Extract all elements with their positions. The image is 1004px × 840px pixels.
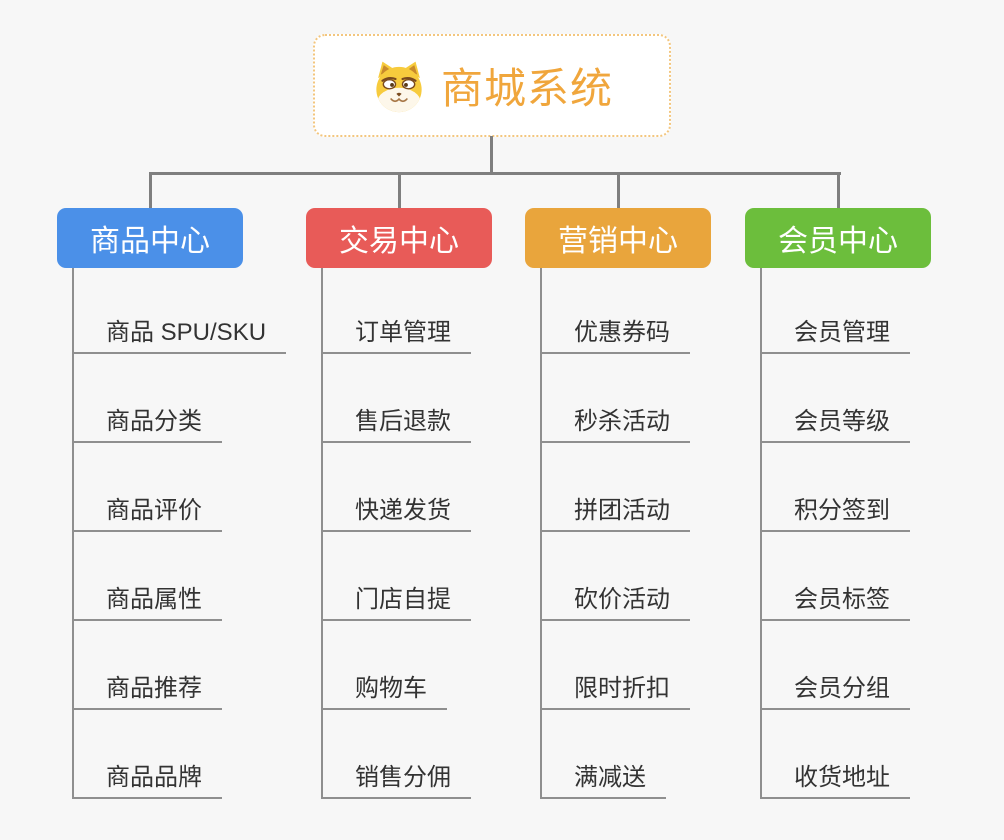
leaf-topic[interactable]: 销售分佣: [323, 757, 471, 799]
branch-topic-products[interactable]: 商品中心: [57, 208, 243, 268]
connector-drop-marketing: [617, 175, 620, 208]
branch-topic-marketing[interactable]: 营销中心: [525, 208, 711, 268]
branch-products: 商品中心 商品 SPU/SKU 商品分类 商品评价 商品属性 商品推荐 商品品牌: [57, 208, 287, 799]
leaf-topic[interactable]: 商品推荐: [74, 668, 222, 710]
leaf-topic[interactable]: 会员标签: [762, 579, 910, 621]
leaf-topic[interactable]: 商品 SPU/SKU: [74, 312, 287, 354]
leaf-topic[interactable]: 商品品牌: [74, 757, 222, 799]
leaf-topic[interactable]: 收货地址: [762, 757, 910, 799]
branch-members-children: 会员管理 会员等级 积分签到 会员标签 会员分组 收货地址: [760, 268, 910, 799]
connector-drop-products: [149, 175, 152, 208]
root-topic-title: 商城系统: [440, 65, 613, 112]
leaf-topic[interactable]: 商品评价: [74, 490, 222, 532]
leaf-topic[interactable]: 会员分组: [762, 668, 910, 710]
branch-products-children: 商品 SPU/SKU 商品分类 商品评价 商品属性 商品推荐 商品品牌: [72, 268, 287, 799]
leaf-topic[interactable]: 购物车: [323, 668, 447, 710]
leaf-topic[interactable]: 积分签到: [762, 490, 910, 532]
branch-marketing-children: 优惠券码 秒杀活动 拼团活动 砍价活动 限时折扣 满减送: [540, 268, 690, 799]
connector-root-drop: [490, 136, 493, 172]
branch-topic-members[interactable]: 会员中心: [745, 208, 931, 268]
branch-trade-children: 订单管理 售后退款 快递发货 门店自提 购物车 销售分佣: [321, 268, 471, 799]
leaf-topic[interactable]: 优惠券码: [542, 312, 690, 354]
leaf-topic[interactable]: 门店自提: [323, 579, 471, 621]
leaf-topic[interactable]: 砍价活动: [542, 579, 690, 621]
leaf-topic[interactable]: 商品属性: [74, 579, 222, 621]
connector-horizontal-bar: [149, 172, 841, 175]
connector-drop-trade: [398, 175, 401, 208]
leaf-topic[interactable]: 售后退款: [323, 401, 471, 443]
leaf-topic[interactable]: 秒杀活动: [542, 401, 690, 443]
leaf-topic[interactable]: 快递发货: [323, 490, 471, 532]
leaf-topic[interactable]: 满减送: [542, 757, 666, 799]
root-topic[interactable]: 商城系统: [313, 34, 671, 137]
connector-drop-members: [837, 175, 840, 208]
branch-topic-trade[interactable]: 交易中心: [306, 208, 492, 268]
branch-marketing: 营销中心 优惠券码 秒杀活动 拼团活动 砍价活动 限时折扣 满减送: [525, 208, 711, 799]
shiba-dog-icon: [371, 59, 427, 113]
leaf-topic[interactable]: 订单管理: [323, 312, 471, 354]
leaf-topic[interactable]: 拼团活动: [542, 490, 690, 532]
leaf-topic[interactable]: 限时折扣: [542, 668, 690, 710]
leaf-topic[interactable]: 商品分类: [74, 401, 222, 443]
leaf-topic[interactable]: 会员管理: [762, 312, 910, 354]
branch-members: 会员中心 会员管理 会员等级 积分签到 会员标签 会员分组 收货地址: [745, 208, 931, 799]
branch-trade: 交易中心 订单管理 售后退款 快递发货 门店自提 购物车 销售分佣: [306, 208, 492, 799]
leaf-topic[interactable]: 会员等级: [762, 401, 910, 443]
